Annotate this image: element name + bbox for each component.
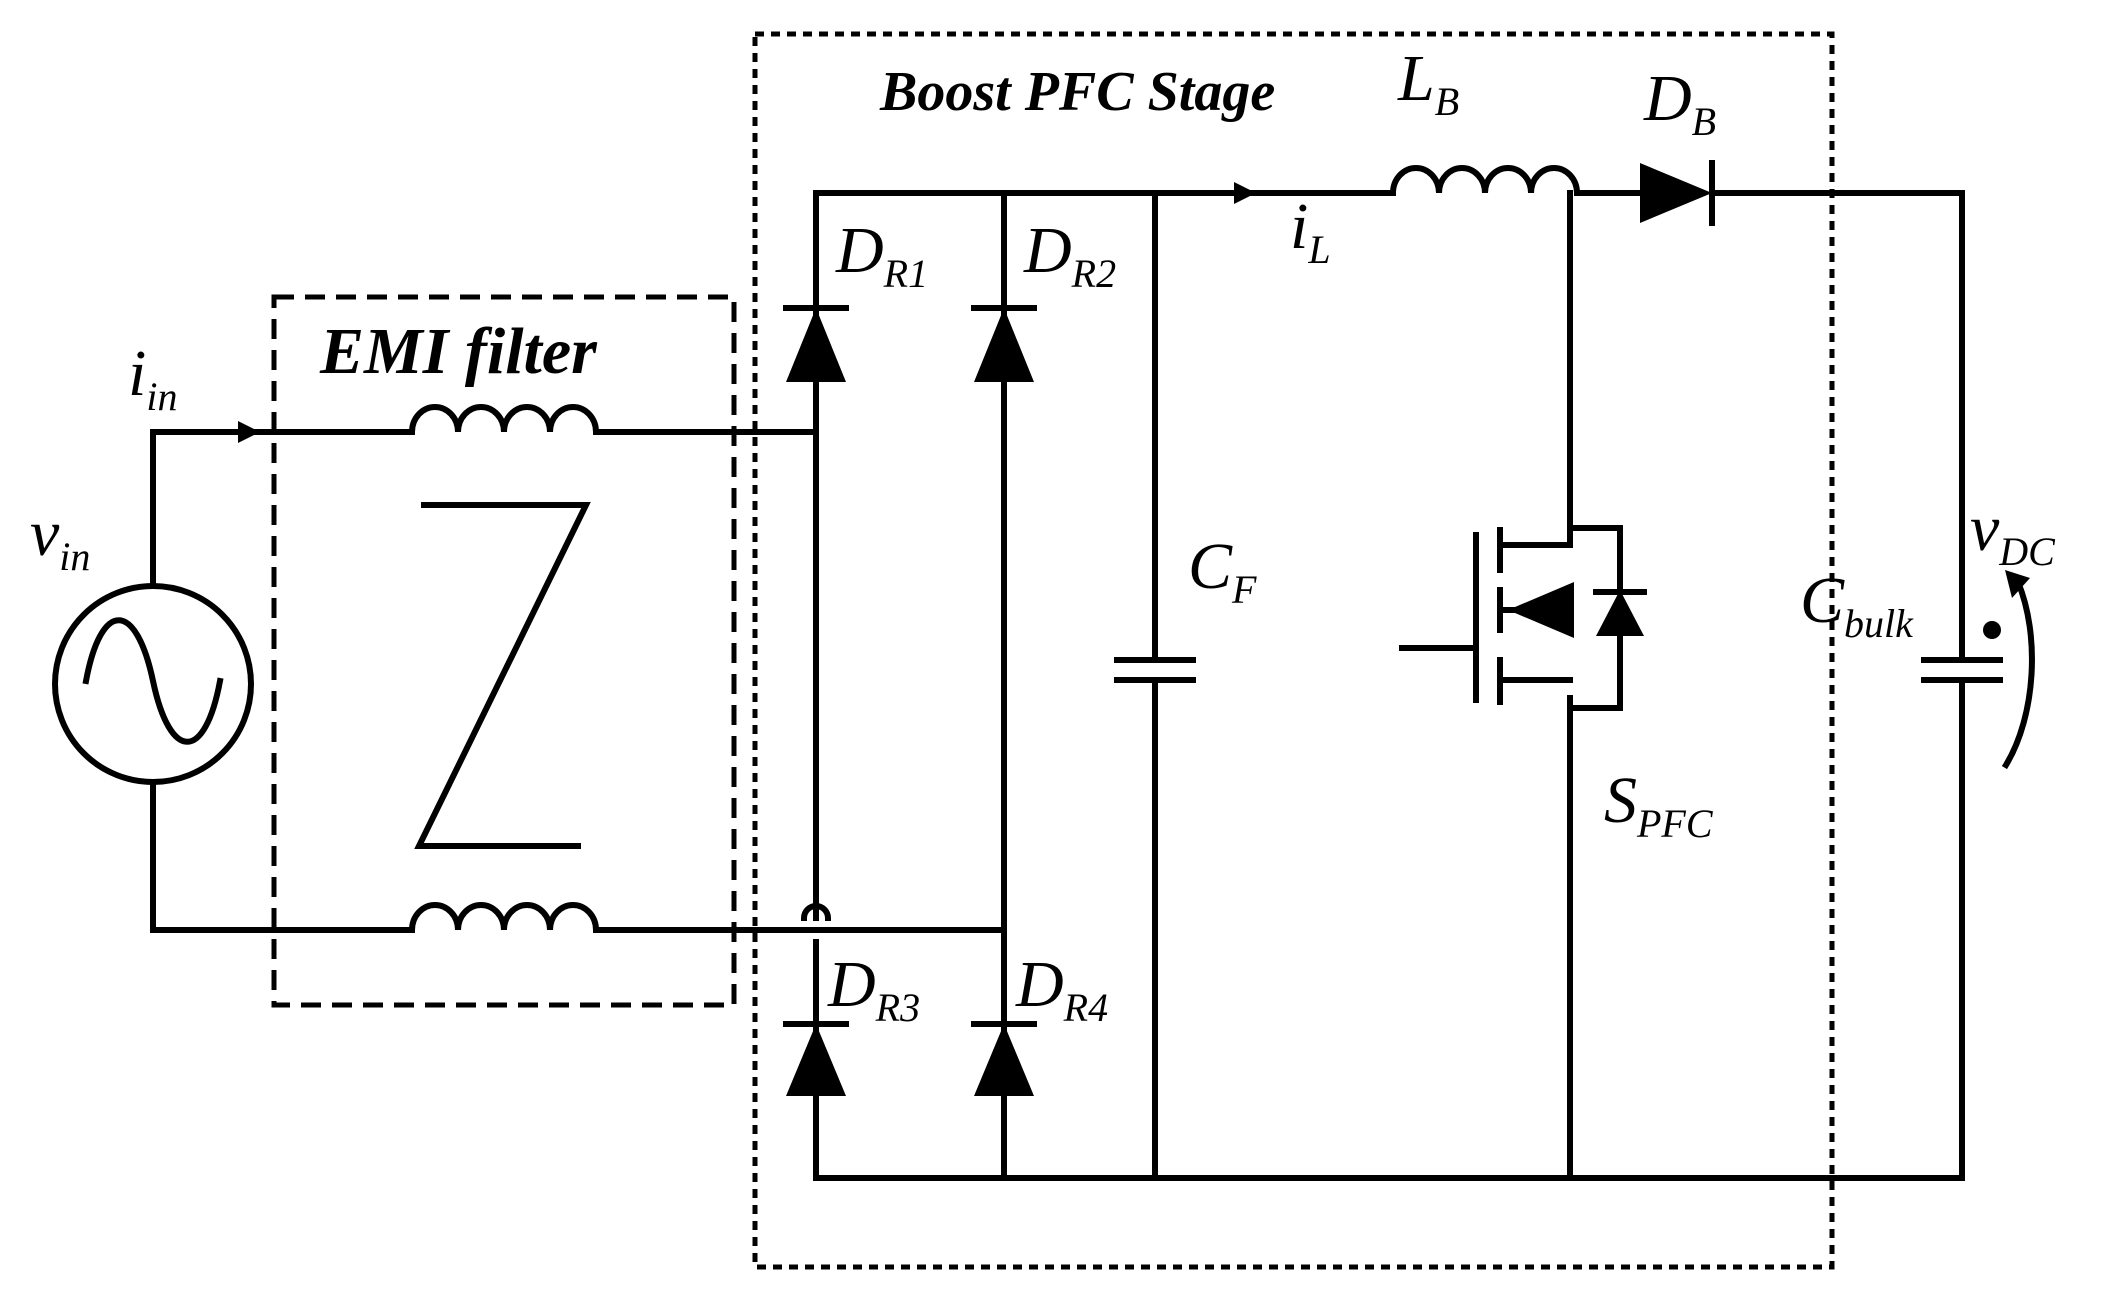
diode-dr3 [783, 1021, 849, 1096]
label-dr2: DR2 [1023, 214, 1116, 296]
capacitor-cbulk [1921, 657, 2003, 683]
pfc-stage-box [752, 31, 1835, 1270]
impedance-z-icon [414, 502, 591, 849]
label-lb: LB [1397, 42, 1459, 124]
sine-wave-icon [82, 617, 224, 745]
label-il: iL [1290, 190, 1331, 272]
label-iin: iin [128, 337, 177, 419]
mosfet-spfc [1399, 190, 1647, 1181]
bottom-line [150, 779, 415, 933]
boost-diode [1640, 160, 1715, 226]
top-line [150, 429, 415, 589]
label-cbulk: Cbulk [1800, 564, 1914, 646]
emi-inductor-top [408, 404, 600, 436]
label-dr4: DR4 [1015, 948, 1108, 1030]
ac-source [52, 583, 254, 785]
il-arrow-icon [1234, 182, 1256, 204]
pfc-stage-title: Boost PFC Stage [879, 61, 1275, 123]
label-vdc: vDC [1970, 492, 2056, 574]
label-cf: CF [1188, 530, 1257, 612]
diode-dr2 [971, 305, 1037, 382]
body-diode-icon [1596, 590, 1644, 636]
label-spfc: SPFC [1604, 764, 1714, 846]
label-db: DB [1643, 62, 1716, 144]
label-dr1: DR1 [835, 214, 928, 296]
label-dr3: DR3 [827, 948, 920, 1030]
vdc-arrow-icon [1983, 570, 2035, 770]
diode-dr1 [783, 305, 849, 382]
iin-arrow-icon [238, 421, 260, 443]
emi-inductor-bottom [408, 902, 600, 934]
emi-filter-box [271, 294, 737, 1008]
capacitor-cf [1114, 190, 1196, 1181]
label-vin: vin [30, 497, 90, 579]
emi-filter-title: EMI filter [319, 315, 598, 388]
boost-inductor [1389, 165, 1581, 197]
diode-dr4 [971, 1021, 1037, 1096]
